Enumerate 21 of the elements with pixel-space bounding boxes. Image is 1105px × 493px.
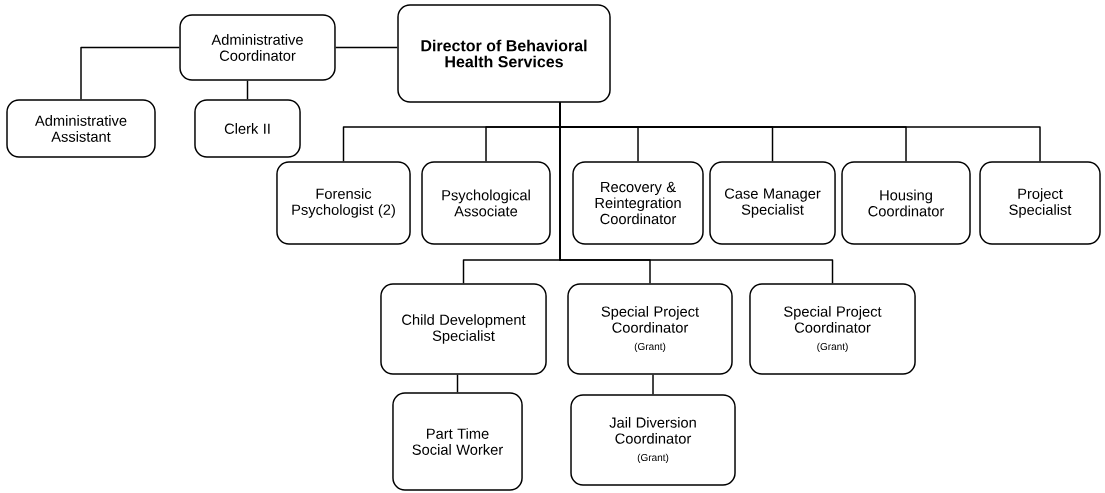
- position-box: Special Project Coordinator (Grant): [567, 283, 733, 375]
- connector-line: [559, 102, 834, 284]
- connector-line: [456, 374, 459, 393]
- position-box: Part Time Social Worker: [392, 392, 523, 491]
- connector-line: [652, 374, 654, 395]
- position-box: Recovery & Reintegration Coordinator: [572, 161, 704, 245]
- position-box: Case Manager Specialist: [709, 161, 836, 245]
- position-box: Clerk II: [194, 99, 301, 158]
- position-box: Forensic Psychologist (2): [276, 161, 411, 245]
- connector-line: [334, 46, 398, 49]
- connector-line: [246, 80, 249, 100]
- position-box: Administrative Assistant: [6, 99, 156, 158]
- position-box: Project Specialist: [979, 161, 1101, 245]
- connector-line: [80, 46, 181, 100]
- position-box: Director of Behavioral Health Services: [397, 4, 611, 103]
- position-box: Jail Diversion Coordinator (Grant): [570, 394, 736, 486]
- position-box: Housing Coordinator: [841, 161, 971, 245]
- position-box: Administrative Coordinator: [179, 14, 336, 81]
- position-box: Child Development Specialist: [380, 283, 547, 375]
- position-box: Special Project Coordinator (Grant): [749, 283, 916, 375]
- position-box: Psychological Associate: [421, 161, 551, 245]
